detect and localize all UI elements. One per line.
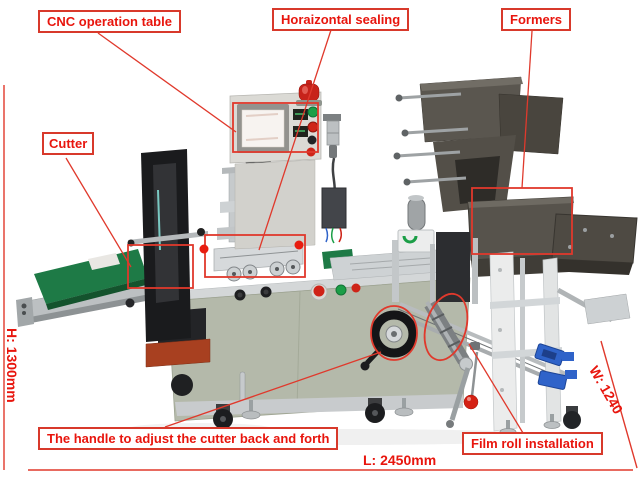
film-leader-line	[468, 343, 524, 434]
red-marker-dot	[199, 244, 209, 254]
sealing-highlight-box	[204, 234, 306, 278]
film-frame	[395, 251, 631, 436]
callout-film-roll-installation: Film roll installation	[462, 432, 603, 455]
paper-on-belt	[88, 253, 120, 270]
cutter-adjust-handwheel	[360, 310, 418, 371]
formers-assembly	[393, 76, 638, 306]
handle-leader-line	[164, 351, 382, 428]
control-column	[229, 80, 347, 250]
callout-horizontal-sealing: Horaizontal sealing	[272, 8, 410, 31]
length-dimension-label: L: 2450mm	[363, 452, 437, 468]
sealing-rollers	[226, 259, 301, 282]
air-filter-regulator	[323, 114, 341, 201]
callout-formers: Formers	[501, 8, 572, 31]
cnc-leader-line	[97, 32, 237, 133]
machine-buttons	[234, 283, 361, 301]
callout-cutter: Cutter	[42, 132, 95, 155]
red-button	[351, 283, 361, 293]
terminal-block	[321, 187, 347, 244]
cutter-highlight-box	[127, 244, 194, 289]
formers-highlight-box	[471, 187, 573, 255]
formers-leader-line	[521, 30, 533, 189]
beacon-light	[296, 80, 322, 106]
casters-and-feet	[213, 398, 414, 429]
sealing-leader-line	[258, 29, 332, 251]
cutter-leader-line	[65, 157, 132, 268]
main-machine-body	[145, 240, 471, 429]
adjustment-rods	[396, 92, 469, 184]
red-ball-handle	[463, 342, 480, 410]
film-roll-highlight-ellipse	[423, 292, 469, 362]
callout-cutter-handle: The handle to adjust the cutter back and…	[38, 427, 339, 450]
control-panel-highlight-box	[232, 102, 319, 153]
height-dimension-label: H: 1300mm	[4, 328, 20, 403]
red-marker-dot	[294, 240, 304, 250]
annotation-overlay	[3, 29, 638, 471]
base-frame-orange	[145, 338, 211, 368]
width-dimension-line	[600, 340, 638, 469]
handwheel-highlight-ellipse	[370, 305, 418, 361]
green-button	[335, 284, 347, 296]
film-roll-shaft	[424, 300, 473, 428]
emergency-stop-button	[313, 285, 325, 297]
discharge-chute	[551, 213, 638, 264]
callout-cnc-operation-table: CNC operation table	[38, 10, 181, 33]
blue-clamp	[537, 370, 568, 390]
